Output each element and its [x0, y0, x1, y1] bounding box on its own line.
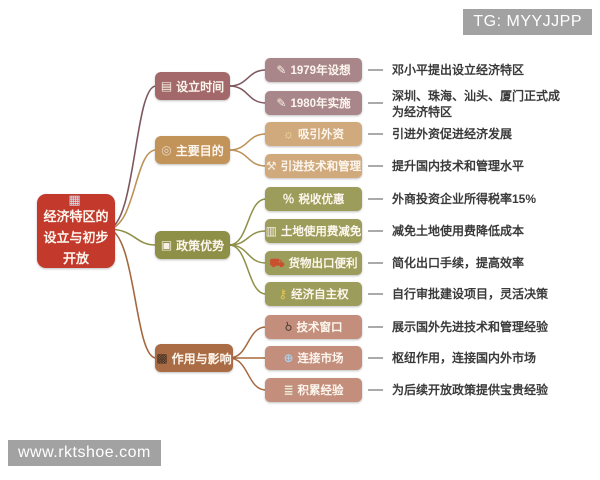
globe-icon: ⊕: [283, 351, 294, 365]
description-window: 展示国外先进技术和管理经验: [392, 320, 549, 334]
memo-icon: ✎: [276, 63, 287, 77]
subnode-label: 土地使用费减免: [280, 226, 362, 238]
branch-main-purpose: ◎主要目的: [155, 136, 230, 164]
subnode-label: 吸引外资: [298, 129, 344, 141]
subnode-label: 税收优惠: [298, 194, 345, 206]
subnode-economic-autonomy: ⚷经济自主权: [265, 282, 362, 306]
subnode-export-convenience: ⛟货物出口便利: [265, 251, 362, 275]
description-1980: 深圳、珠海、汕头、厦门正式成为经济特区: [392, 89, 561, 119]
description-autonomy: 自行审批建设项目，灵活决策: [392, 287, 549, 301]
wrench-icon: ⚒: [265, 159, 277, 173]
target-icon: ◎: [161, 143, 172, 157]
subnode-label: 1979年设想: [290, 65, 351, 77]
subnode-land-fee: ▥土地使用费减免: [265, 219, 362, 243]
chart-icon: ▦: [68, 192, 81, 207]
subnode-1980-implement: ✎1980年实施: [265, 91, 362, 115]
clipboard-icon: ▣: [160, 238, 173, 252]
key-icon: ⚷: [278, 287, 288, 301]
root-label: 经济特区的设立与初步开放: [43, 209, 109, 266]
subnode-label: 技术窗口: [296, 322, 343, 334]
clapper-icon: ▩: [156, 351, 168, 365]
root-node: ▦ 经济特区的设立与初步开放: [37, 192, 115, 268]
connector-branch2-sub1: [228, 133, 267, 151]
connector-branch4-sub1: [228, 326, 267, 359]
connector-root-branch4: [106, 228, 157, 359]
subnode-attract-investment: ☼ 吸引外资: [265, 122, 362, 146]
subnode-label: 积累经验: [297, 385, 344, 397]
calendar-icon: ▤: [160, 79, 173, 93]
branch-label: 主要目的: [175, 143, 224, 158]
branch-role-impact: ▩作用与影响: [155, 344, 233, 372]
connector-branch3-sub4: [228, 244, 267, 295]
connector-branch1-sub1: [228, 69, 267, 87]
subnode-label: 经济自主权: [291, 289, 349, 301]
branch-setup-time: ▤设立时间: [155, 72, 230, 100]
subnode-label: 连接市场: [297, 353, 344, 365]
truck-icon: ⛟: [269, 256, 285, 270]
description-export: 简化出口手续，提高效率: [392, 256, 525, 270]
branch-label: 设立时间: [176, 79, 225, 94]
tg-watermark-badge: TG: MYYJJPP: [463, 9, 592, 35]
description-tax: 外商投资企业所得税率15%: [392, 192, 537, 206]
magnifier-icon: ☌: [280, 319, 297, 335]
branch-label: 政策优势: [176, 238, 225, 253]
document-icon: ▥: [265, 224, 277, 238]
books-icon: ≣: [283, 383, 294, 397]
url-watermark-badge: www.rktshoe.com: [8, 440, 161, 466]
branch-label: 作用与影响: [171, 351, 232, 366]
connector-branch2-sub2: [228, 149, 267, 167]
connector-branch1-sub2: [228, 85, 267, 104]
branch-policy-advantage: ▣政策优势: [155, 231, 230, 259]
description-land: 减免土地使用费降低成本: [392, 224, 525, 238]
subnode-connect-market: ⊕连接市场: [265, 346, 362, 370]
memo-icon: ✎: [276, 96, 287, 110]
subnode-tech-window: ☌技术窗口: [265, 315, 362, 339]
subnode-label: 1980年实施: [290, 98, 351, 110]
subnode-tax-benefit: ％税收优惠: [265, 187, 362, 211]
connector-root-branch2: [106, 149, 157, 230]
description-market: 枢纽作用，连接国内外市场: [392, 351, 537, 365]
connector-branch4-sub3: [228, 357, 267, 391]
subnode-1979-idea: ✎1979年设想: [265, 58, 362, 82]
bulb-icon: ☼: [283, 127, 294, 141]
description-tech: 提升国内技术和管理水平: [392, 159, 525, 173]
subnode-label: 引进技术和管理: [280, 161, 362, 173]
subnode-label: 货物出口便利: [288, 258, 358, 270]
description-investment: 引进外资促进经济发展: [392, 127, 513, 141]
connector-branch3-sub1: [228, 198, 267, 246]
percent-icon: ％: [282, 192, 295, 206]
subnode-accumulate-experience: ≣积累经验: [265, 378, 362, 402]
description-experience: 为后续开放政策提供宝贵经验: [392, 383, 549, 397]
subnode-introduce-tech: ⚒引进技术和管理: [265, 154, 362, 178]
connector-branch3-sub3: [228, 244, 267, 264]
description-1979: 邓小平提出设立经济特区: [392, 63, 525, 77]
connector-root-branch1: [106, 85, 157, 230]
